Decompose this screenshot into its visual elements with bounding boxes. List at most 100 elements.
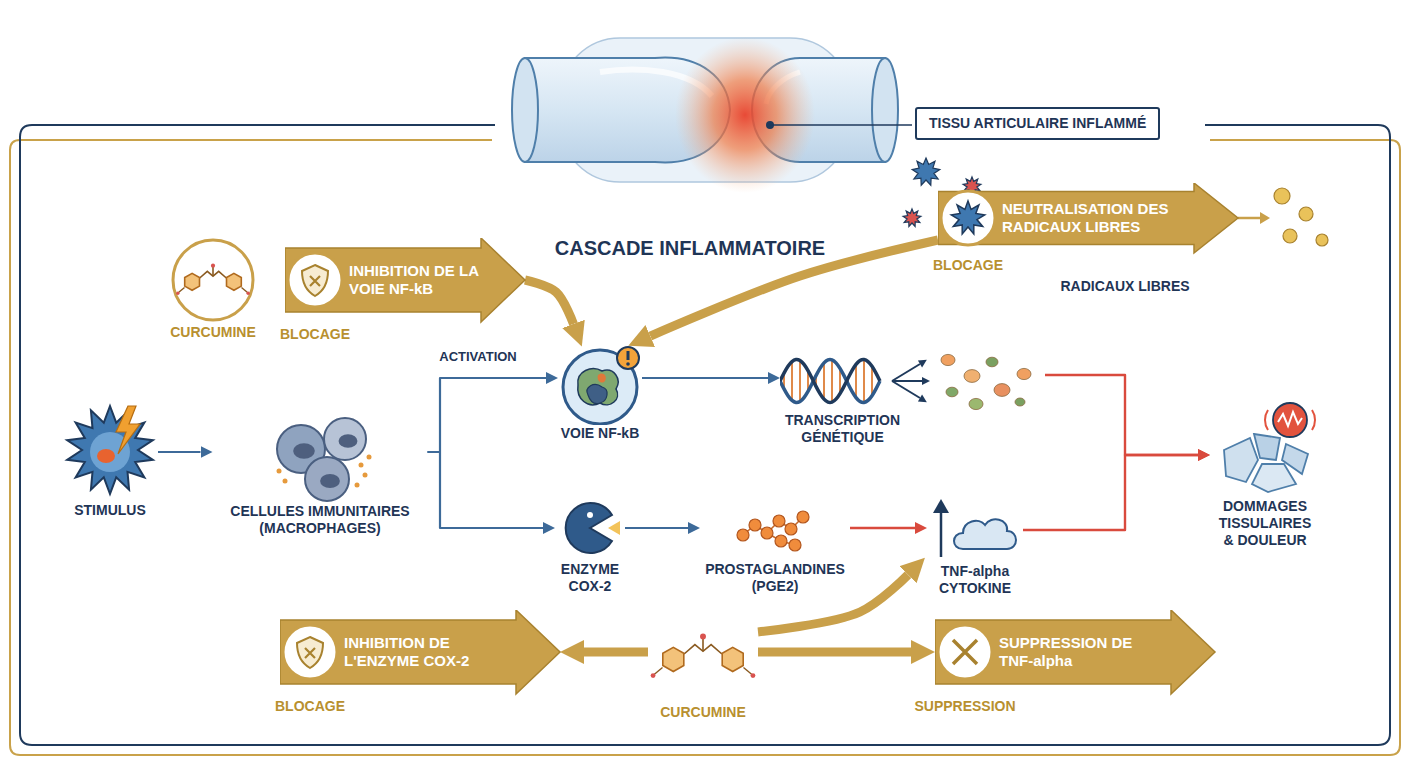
edge-label: ACTIVATION (436, 349, 520, 365)
damage-icon: DOMMAGES TISSULAIRES & DOULEUR (1210, 398, 1320, 549)
inhibition-arrow: INHIBITION DE L'ENZYME COX-2 (344, 610, 520, 694)
icon (1273, 403, 1307, 437)
molecule-symbol (751, 673, 756, 678)
molecule-symbol (744, 668, 752, 675)
connector-arrow (1045, 375, 1198, 455)
icon (986, 357, 998, 367)
icon (339, 434, 358, 447)
icon (892, 380, 922, 382)
diagram-title: CASCADE INFLAMMATOIRE (555, 237, 825, 260)
icon (773, 515, 785, 527)
molecule-symbol (212, 267, 214, 277)
band-arrow (951, 201, 984, 234)
callout-box: TISSU ARTICULAIRE INFLAMMÉ (915, 107, 1160, 140)
icon (737, 529, 749, 541)
icon (791, 361, 793, 401)
icon (587, 385, 607, 404)
icon (1278, 412, 1302, 426)
node-label: CURCUMINE (170, 324, 256, 341)
connector-arrow (758, 648, 911, 657)
icon (626, 362, 630, 366)
neutralisation-arrow: NEUTRALISATION DES RADICAUX LIBRESBLOCAG… (938, 183, 1238, 253)
icon (97, 449, 115, 463)
icon (918, 395, 929, 406)
icon (62, 402, 158, 502)
joint-illustration (770, 124, 912, 126)
molecule-symbol (651, 633, 756, 678)
free-radicals (1274, 188, 1290, 204)
icon (598, 373, 606, 382)
icon (293, 443, 315, 458)
outer-frame (10, 140, 1400, 755)
icon (775, 535, 787, 547)
icon (892, 381, 920, 398)
molecule-symbol (211, 264, 215, 268)
suppression-arrow: SUPPRESSION DE TNF-alpha (999, 610, 1175, 694)
icon (320, 474, 340, 488)
node-label: TRANSCRIPTION GÉNÉTIQUE (780, 412, 905, 446)
icon (617, 347, 639, 369)
node-label: VOIE NF-kB (561, 425, 640, 442)
icon (305, 457, 349, 501)
icon (363, 473, 368, 478)
icon (780, 350, 1045, 412)
icon (558, 345, 642, 425)
node-label: TNF-alpha CYTOKINE (930, 563, 1020, 597)
suppression-arrow: SUPPRESSION DE TNF-alphaSUPPRESSION (935, 610, 1215, 694)
enzyme-icon: ENZYME COX-2 (555, 495, 625, 595)
molecule-symbol (227, 273, 242, 290)
cytokine-icon: TNF-alpha CYTOKINE (927, 497, 1023, 597)
connector-arrow (158, 451, 201, 453)
band-arrow (941, 191, 995, 245)
free-radicals (912, 158, 940, 185)
joint-illustration (675, 37, 815, 193)
inhibition-arrow: INHIBITION DE LA VOIE NF-kB (349, 238, 485, 322)
free-radicals (1260, 212, 1270, 224)
outer-frame (20, 125, 1390, 745)
callout-text: TISSU ARTICULAIRE INFLAMMÉ (929, 115, 1146, 132)
connector-arrow (1023, 455, 1198, 530)
molecule-symbol (176, 264, 250, 295)
icon (855, 364, 857, 398)
action-label: BLOCAGE (280, 326, 350, 343)
icon (587, 512, 593, 518)
icon (608, 521, 620, 535)
icon (1282, 444, 1308, 474)
curcumin-badge: CURCUMINE (168, 236, 258, 341)
free-radicals (1299, 207, 1313, 221)
icon (359, 463, 364, 468)
connector-arrow (428, 378, 547, 452)
band-text: SUPPRESSION DE TNF-alpha (999, 634, 1169, 670)
icon (173, 240, 253, 320)
icon (831, 359, 833, 402)
band-arrow (302, 265, 328, 296)
icon (1015, 398, 1025, 406)
icon (946, 387, 958, 397)
icon (933, 499, 949, 513)
icon (1254, 434, 1280, 460)
neutralisation-arrow: NEUTRALISATION DES RADICAUX LIBRES (1002, 183, 1198, 253)
icon (277, 469, 282, 474)
connector-arrow (625, 527, 688, 529)
band-arrow (283, 625, 337, 679)
node-label: ENZYME COX-2 (555, 561, 625, 595)
molecule-symbol (663, 647, 684, 671)
band-arrow (280, 610, 560, 694)
icon (168, 236, 258, 324)
band-arrow (305, 648, 315, 658)
icon (922, 377, 930, 385)
molecule-symbol (176, 291, 179, 294)
icon (892, 364, 920, 381)
icon (780, 360, 880, 403)
icon (761, 527, 773, 539)
icon (560, 495, 620, 561)
icon (283, 479, 288, 484)
dna-icon: TRANSCRIPTION GÉNÉTIQUE (780, 350, 1045, 446)
curcumin-molecule: CURCUMINE (648, 612, 758, 721)
icon (927, 497, 1023, 563)
joint-illustration (512, 37, 912, 193)
band-arrow (938, 625, 992, 679)
connector-arrow (525, 280, 573, 324)
prostaglandin-icon: PROSTAGLANDINES (PGE2) (700, 495, 850, 595)
